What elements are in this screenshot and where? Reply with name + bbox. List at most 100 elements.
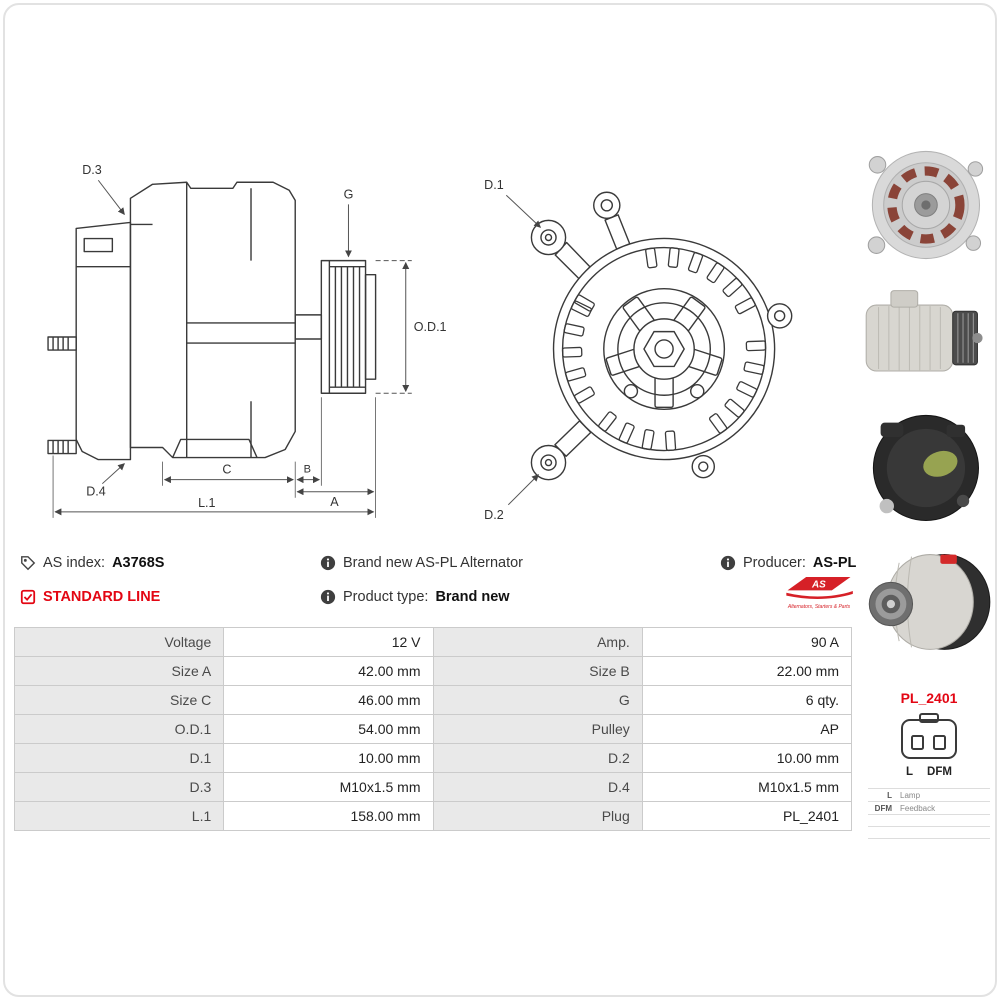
spec-label: Voltage: [13, 627, 225, 657]
pin-label: DFM: [927, 766, 952, 778]
plug-pin-labels: L DFM: [906, 766, 952, 778]
dim-label-b: B: [304, 464, 311, 476]
spec-row: O.D.1 54.00 mm Pulley AP: [13, 714, 853, 744]
plug-connector-icon: [901, 713, 957, 759]
product-photo-front[interactable]: [860, 142, 996, 268]
product-type-row: Product type: Brand new: [320, 589, 510, 605]
spec-row: L.1 158.00 mm Plug PL_2401: [13, 801, 853, 831]
pin-label: L: [906, 766, 914, 778]
as-pl-logo-icon: AS: [786, 577, 853, 599]
spec-value: 6 qty.: [641, 685, 853, 715]
spec-label: O.D.1: [13, 714, 225, 744]
spec-label: Size A: [13, 656, 225, 686]
rear-housing-outline: [75, 221, 132, 461]
mount-ear-top-left: [530, 219, 567, 256]
front-view-technical-drawing: D.1 D.2: [484, 178, 793, 522]
producer-label: Producer:: [743, 555, 806, 571]
legend-key: L: [887, 790, 892, 800]
spec-value: 46.00 mm: [223, 685, 434, 715]
mount-ear-bottom-left: [530, 444, 567, 481]
as-pl-logo: AS Alternators, Starters & Parts: [782, 575, 856, 610]
dim-label-d4: D.4: [86, 485, 106, 499]
spec-value: 42.00 mm: [223, 656, 434, 686]
spec-label: L.1: [13, 801, 225, 831]
dim-label-g: G: [344, 187, 354, 201]
svg-text:AS: AS: [811, 580, 826, 591]
producer-row: Producer: AS-PL: [720, 555, 856, 571]
product-photo-angled[interactable]: [860, 540, 996, 666]
as-index-row: AS index: A3768S: [20, 555, 164, 571]
dim-label-c: C: [222, 463, 231, 477]
spec-row: Voltage 12 V Amp. 90 A: [13, 627, 853, 657]
spec-table: Voltage 12 V Amp. 90 A Size A 42.00 mm S…: [13, 627, 853, 831]
legend-row-empty: [868, 814, 990, 826]
legend-key: DFM: [874, 803, 892, 813]
product-type-label: Product type:: [343, 589, 429, 605]
spec-value: 10.00 mm: [223, 743, 434, 773]
legend-row: DFM Feedback: [868, 801, 990, 814]
logo-tagline: Alternators, Starters & Parts: [787, 604, 851, 610]
checkbox-checked-icon: [20, 589, 36, 605]
shaft-nut: [643, 330, 685, 368]
vent-slots: [561, 247, 767, 452]
dim-label-d2: D.2: [484, 508, 504, 522]
standard-line-row: STANDARD LINE: [20, 589, 160, 605]
spec-value: 12 V: [223, 627, 434, 657]
mount-ear-top: [593, 191, 621, 220]
spec-label: D.1: [13, 743, 225, 773]
dim-label-a: A: [330, 495, 339, 509]
dim-label-od1: O.D.1: [414, 320, 447, 334]
info-icon: [720, 555, 736, 571]
legend-desc: Feedback: [900, 803, 936, 813]
dim-label-d1: D.1: [484, 178, 504, 192]
spec-value: 10.00 mm: [641, 743, 853, 773]
spec-value: 90 A: [641, 627, 853, 657]
producer-value: AS-PL: [812, 555, 857, 571]
mount-ear-bottom-right: [691, 454, 716, 479]
as-index-label: AS index:: [43, 555, 106, 571]
spec-label: D.3: [13, 772, 225, 802]
stud-lower: [47, 439, 77, 455]
plug-code: PL_2401: [900, 690, 958, 706]
spec-label: D.2: [432, 743, 643, 773]
info-icon: [320, 555, 336, 571]
spec-label: Amp.: [432, 627, 643, 657]
info-icon: [320, 589, 336, 605]
as-index-value: A3768S: [112, 555, 165, 571]
spec-label: Pulley: [432, 714, 643, 744]
legend-row: L Lamp: [868, 788, 990, 801]
spec-label: Size C: [13, 685, 225, 715]
brand-new-row: Brand new AS-PL Alternator: [320, 555, 523, 571]
product-photo-side[interactable]: [860, 274, 996, 400]
spec-row: D.3 M10x1.5 mm D.4 M10x1.5 mm: [13, 772, 853, 802]
spec-label: G: [432, 685, 643, 715]
shaft: [294, 314, 323, 340]
spec-label: Plug: [432, 801, 643, 831]
spec-value: AP: [641, 714, 853, 744]
dim-label-d3: D.3: [82, 163, 102, 177]
spec-label: D.4: [432, 772, 643, 802]
tag-icon: [21, 556, 36, 571]
product-photo-rear[interactable]: [860, 406, 996, 532]
spec-value: 54.00 mm: [223, 714, 434, 744]
standard-line-label: STANDARD LINE: [43, 589, 161, 605]
spec-value: M10x1.5 mm: [223, 772, 434, 802]
spec-row: D.1 10.00 mm D.2 10.00 mm: [13, 743, 853, 773]
product-type-value: Brand new: [435, 589, 510, 605]
plug-panel: PL_2401 L DFM L Lamp DFM Feedback: [862, 690, 996, 839]
legend-desc: Lamp: [900, 790, 921, 800]
legend-row-empty: [868, 826, 990, 838]
dim-label-l1: L.1: [198, 496, 215, 510]
spec-row: Size A 42.00 mm Size B 22.00 mm: [13, 656, 853, 686]
spec-value: 22.00 mm: [641, 656, 853, 686]
brand-new-text: Brand new AS-PL Alternator: [343, 555, 524, 571]
spec-label: Size B: [432, 656, 643, 686]
side-view-technical-drawing: D.3 G O.D.1 D.4 C B A L.1: [47, 163, 447, 518]
spec-row: Size C 46.00 mm G 6 qty.: [13, 685, 853, 715]
stud-upper: [47, 336, 77, 351]
pin-legend: L Lamp DFM Feedback: [868, 788, 990, 839]
spec-value: 158.00 mm: [223, 801, 434, 831]
spec-value: M10x1.5 mm: [641, 772, 853, 802]
mount-ear-right: [766, 303, 793, 329]
alternator-body-outline: [129, 181, 296, 459]
